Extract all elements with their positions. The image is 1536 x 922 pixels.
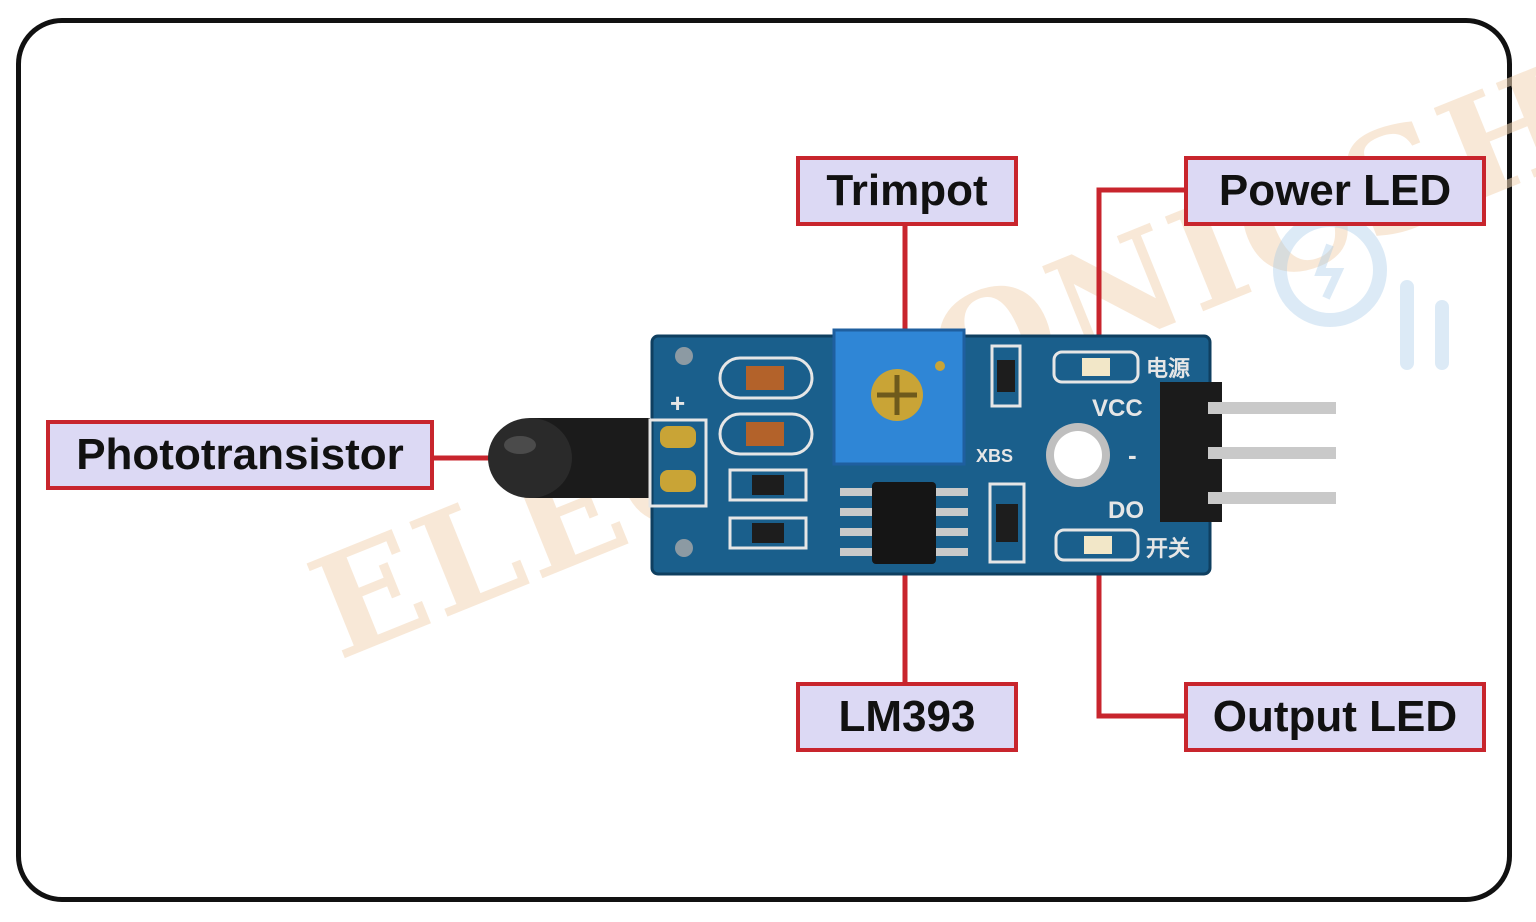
power-led-component: [1052, 350, 1140, 384]
silkscreen-power-cn: 电源: [1146, 357, 1190, 382]
mounting-hole-bottom: [675, 539, 693, 557]
silkscreen-switch-cn: 开关: [1146, 537, 1190, 562]
label-output-led: Output LED: [1184, 682, 1486, 752]
phototransistor-component: [488, 418, 650, 498]
lm393-chip: [840, 482, 968, 564]
silkscreen-plus: +: [670, 388, 685, 418]
pcb-board: [648, 328, 1336, 576]
label-power-led: Power LED: [1184, 156, 1486, 226]
trimpot-component: [832, 328, 966, 466]
mounting-hole-top: [675, 347, 693, 365]
silkscreen-do: DO: [1108, 497, 1144, 524]
silkscreen-vcc: VCC: [1092, 395, 1143, 422]
label-lm393: LM393: [796, 682, 1018, 752]
silkscreen-xbs: XBS: [976, 446, 1013, 466]
label-phototransistor: Phototransistor: [46, 420, 434, 490]
output-led-component: [1054, 528, 1140, 562]
label-trimpot: Trimpot: [796, 156, 1018, 226]
output-led-leader-line: [1096, 545, 1186, 719]
pin-header-component: [1160, 382, 1336, 522]
power-led-leader-line: [1096, 187, 1186, 358]
silkscreen-gnd: -: [1128, 440, 1137, 470]
